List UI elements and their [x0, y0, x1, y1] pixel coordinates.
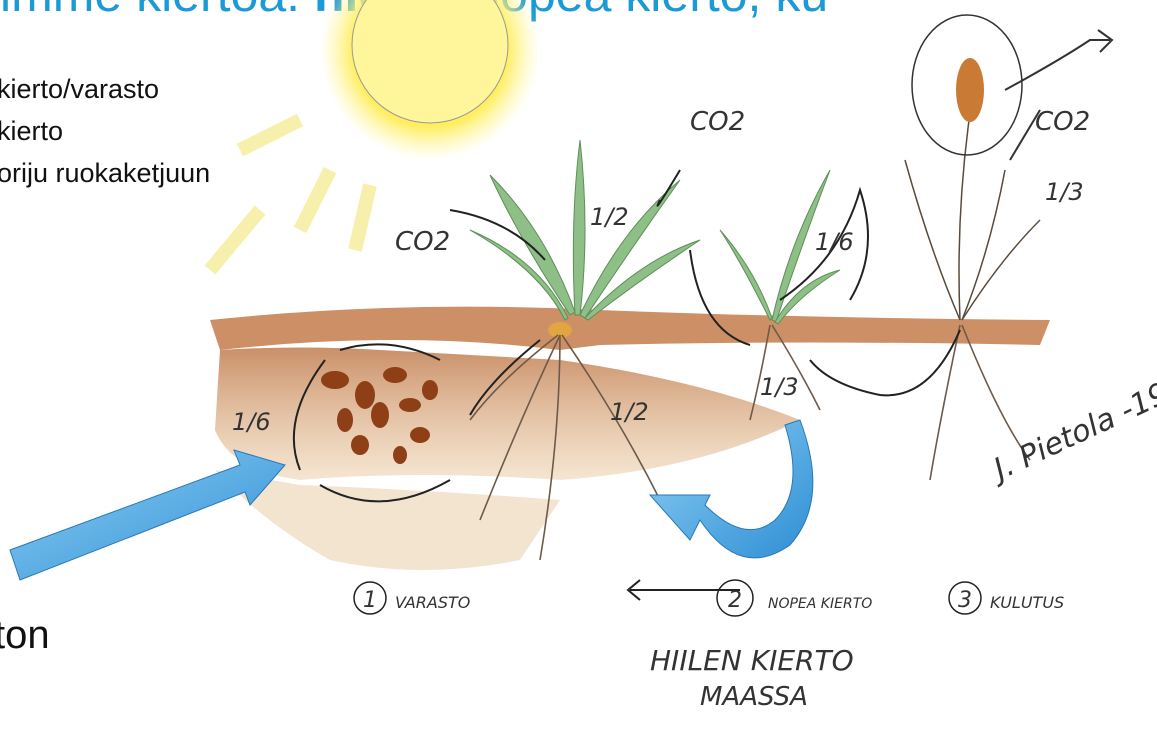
fraction-label: 1/3 — [1045, 178, 1084, 206]
grass-plant — [470, 140, 700, 320]
fraction-label: 1/2 — [590, 203, 629, 231]
wheat-plant — [905, 15, 1112, 320]
fraction-label: 1/6 — [815, 228, 854, 256]
stage-label: NOPEA KIERTO — [768, 596, 872, 612]
fraction-label: 1/2 — [610, 398, 649, 426]
caption-line: MAASSA — [700, 682, 808, 712]
fraction-label: 1/3 — [760, 373, 799, 401]
sun-illustration — [210, 0, 540, 270]
stage-label: KULUTUS — [990, 593, 1064, 612]
stage-number: 2 — [728, 588, 742, 613]
artist-signature: J. Pietola -19 — [984, 376, 1157, 489]
co2-label: CO2 — [1035, 107, 1090, 137]
co2-label: CO2 — [395, 227, 450, 257]
fraction-label: 1/6 — [232, 408, 271, 436]
soil-layer — [210, 307, 1050, 570]
stage-number: 1 — [363, 588, 377, 613]
stage-number: 3 — [958, 588, 972, 613]
blue-pointer-arrow — [10, 450, 285, 580]
caption-line: HIILEN KIERTO — [650, 644, 854, 677]
stage-label: VARASTO — [395, 593, 470, 612]
co2-label: CO2 — [690, 107, 745, 137]
